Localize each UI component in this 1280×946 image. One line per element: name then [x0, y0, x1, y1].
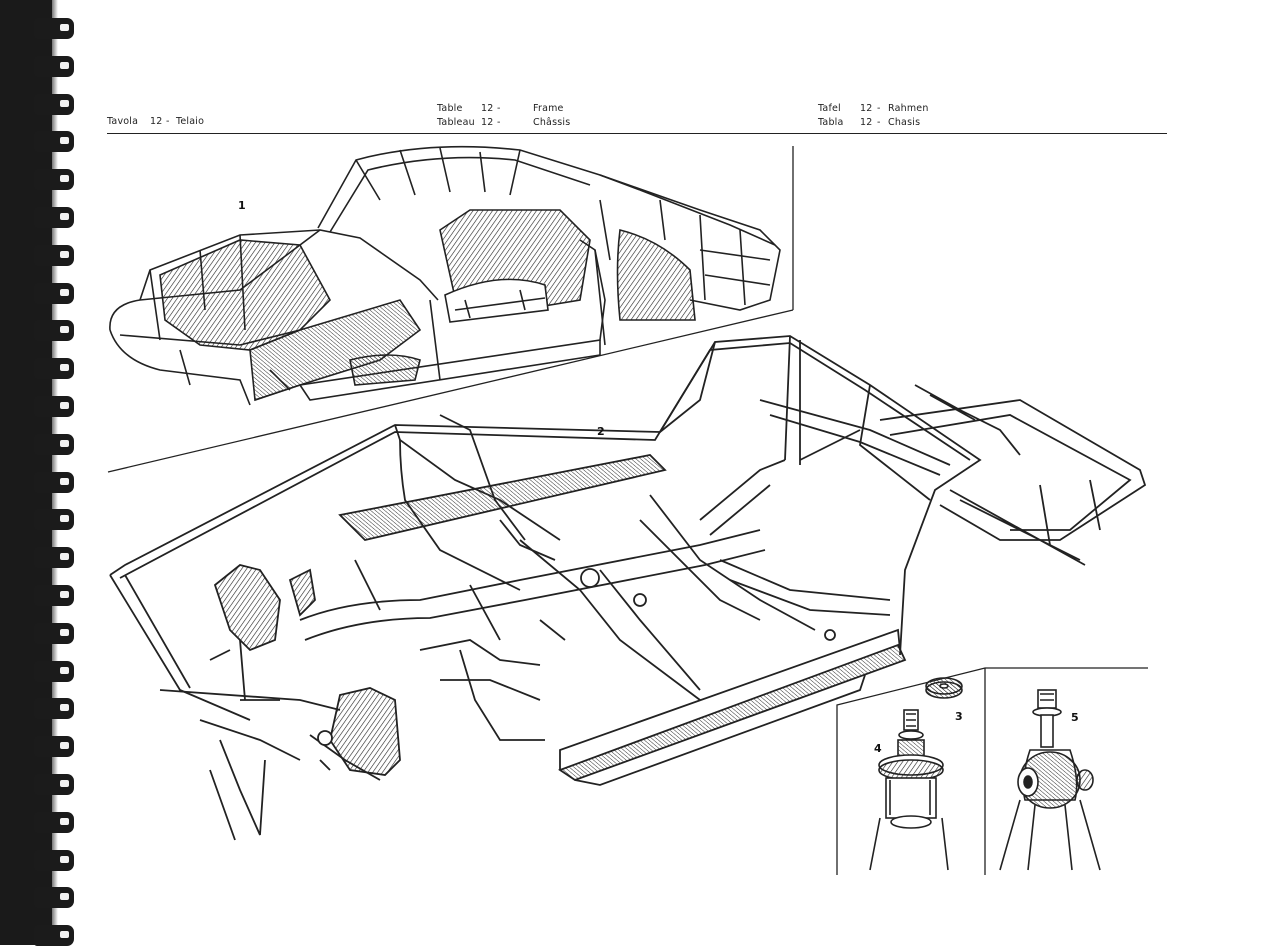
binding-ring — [34, 471, 74, 493]
header-rule — [107, 133, 1167, 134]
binding-ring — [34, 811, 74, 833]
panel-dividers — [107, 146, 1148, 875]
binding-ring — [34, 433, 74, 455]
header-number: 12 — [860, 103, 873, 114]
binding-ring — [34, 93, 74, 115]
header-number: 12 — [481, 103, 494, 114]
header-number: 12 — [860, 117, 873, 128]
binding-ring — [34, 282, 74, 304]
callout-2: 2 — [597, 425, 605, 438]
bushing-mount-drawing — [999, 689, 1101, 871]
header-separator: - — [497, 117, 501, 128]
callout-5: 5 — [1071, 711, 1079, 724]
binding-ring — [34, 849, 74, 871]
binding-ring — [34, 660, 74, 682]
header-title: Telaio — [176, 116, 205, 127]
binding-ring — [34, 925, 74, 946]
header-number: 12 — [150, 116, 163, 127]
binding-ring — [34, 169, 74, 191]
binding-ring — [34, 887, 74, 909]
header-title: Frame — [533, 103, 564, 114]
binding-ring — [34, 509, 74, 531]
header-separator: - — [877, 103, 881, 114]
header-word: Tabla — [818, 117, 844, 128]
binding-ring — [34, 396, 74, 417]
binding-ring — [34, 358, 74, 380]
binding-ring — [34, 55, 74, 77]
callout-3: 3 — [955, 710, 963, 723]
binding-ring — [34, 585, 74, 606]
header-title: Chasis — [888, 117, 921, 128]
header-word: Tavola — [107, 116, 139, 127]
binding-ring — [34, 131, 74, 153]
header-title: Châssis — [533, 117, 571, 128]
binding-ring — [34, 207, 74, 228]
binding-ring — [34, 244, 74, 266]
binding-ring — [34, 698, 74, 720]
mount-bolt-drawing — [869, 709, 949, 871]
callout-1: 1 — [238, 199, 246, 212]
binding-ring — [34, 774, 74, 795]
header-separator: - — [497, 103, 501, 114]
header-separator: - — [877, 117, 881, 128]
binding-ring — [34, 320, 74, 342]
header-word: Tableau — [437, 117, 475, 128]
header-word: Table — [437, 103, 463, 114]
body-shell-drawing — [109, 145, 781, 406]
callout-4: 4 — [874, 742, 882, 755]
binding-ring — [34, 622, 74, 644]
tubular-frame-drawing — [109, 335, 1147, 841]
header-number: 12 — [481, 117, 494, 128]
binding-ring — [34, 547, 74, 569]
header-separator: - — [166, 116, 170, 127]
header-title: Rahmen — [888, 103, 929, 114]
binding-ring — [34, 18, 74, 39]
header-word: Tafel — [818, 103, 841, 114]
rubber-washer-drawing — [925, 677, 963, 699]
binding-ring — [34, 736, 74, 758]
